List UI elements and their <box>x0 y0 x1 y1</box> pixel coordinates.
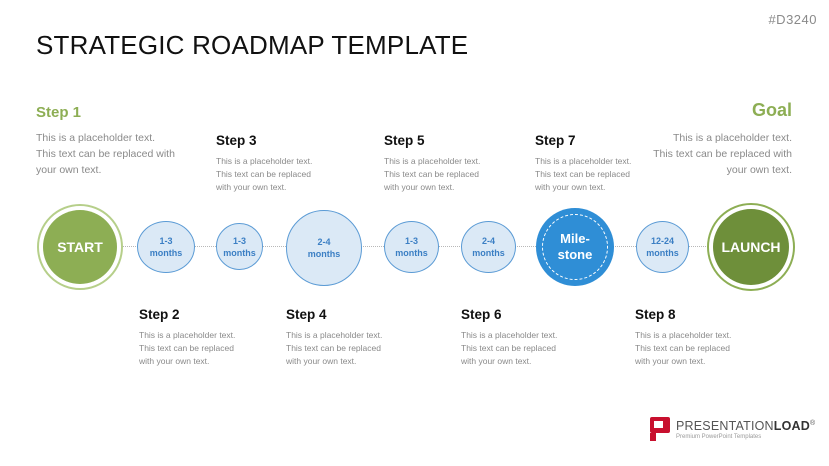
step-5-duration-unit: months <box>395 248 428 258</box>
milestone-label-line1: Mile- <box>560 231 590 246</box>
start-node-label: START <box>43 210 117 284</box>
step-4-duration-value: 2-4 <box>317 237 331 247</box>
logo-p-icon <box>650 417 670 441</box>
step-7-text: This is a placeholder text. This text ca… <box>535 156 632 192</box>
presentationload-logo: PRESENTATIONLOAD® Premium PowerPoint Tem… <box>650 417 815 441</box>
milestone-label-line2: stone <box>557 247 593 262</box>
logo-tagline: Premium PowerPoint Templates <box>676 433 762 440</box>
step-6-duration-value: 2-4 <box>481 236 495 246</box>
step-3-duration-value: 1-3 <box>232 235 246 246</box>
step-8-duration-value: 12-24 <box>650 236 675 246</box>
step-5-text: This is a placeholder text. This text ca… <box>384 156 481 192</box>
step-6-text: This is a placeholder text. This text ca… <box>461 330 558 366</box>
step-4-heading: Step 4 <box>286 307 327 322</box>
step-1-text: This is a placeholder text. This text ca… <box>36 132 175 176</box>
logo-brand-bold: LOAD <box>773 418 810 433</box>
step-8-heading: Step 8 <box>635 307 676 322</box>
goal-heading: Goal <box>751 100 792 120</box>
start-node: START <box>37 204 123 290</box>
logo-wordmark: PRESENTATIONLOAD® <box>676 419 815 433</box>
goal-text: This is a placeholder text. This text ca… <box>653 132 792 176</box>
step-4-duration-unit: months <box>307 249 341 259</box>
logo-registered-mark: ® <box>810 419 816 427</box>
step-2-duration-node: 1-3 months <box>137 221 195 273</box>
step-8-duration-unit: months <box>646 248 679 258</box>
step-7-heading: Step 7 <box>535 133 576 148</box>
step-4-block: Step 4 This is a placeholder text. This … <box>286 307 396 368</box>
step-2-block: Step 2 This is a placeholder text. This … <box>139 307 249 368</box>
step-3-block: Step 3 This is a placeholder text. This … <box>216 133 326 194</box>
launch-node-label: LAUNCH <box>713 209 789 285</box>
step-6-heading: Step 6 <box>461 307 502 322</box>
step-2-duration-value: 1-3 <box>159 236 173 246</box>
step-2-text: This is a placeholder text. This text ca… <box>139 330 236 366</box>
step-4-text: This is a placeholder text. This text ca… <box>286 330 383 366</box>
launch-node: LAUNCH <box>707 203 795 291</box>
step-5-block: Step 5 This is a placeholder text. This … <box>384 133 494 194</box>
step-3-text: This is a placeholder text. This text ca… <box>216 156 313 192</box>
step-5-heading: Step 5 <box>384 133 425 148</box>
step-3-heading: Step 3 <box>216 133 257 148</box>
step-2-duration-unit: months <box>149 248 183 258</box>
step-5-duration-node: 1-3 months <box>384 221 439 273</box>
step-8-duration-node: 12-24 months <box>636 221 689 273</box>
step-7-block: Step 7 This is a placeholder text. This … <box>535 133 645 194</box>
step-6-duration-unit: months <box>472 248 505 258</box>
step-6-block: Step 6 This is a placeholder text. This … <box>461 307 571 368</box>
step-1-heading: Step 1 <box>36 104 82 121</box>
logo-brand-light: PRESENTATION <box>676 418 774 433</box>
step-6-duration-node: 2-4 months <box>461 221 516 273</box>
step-8-text: This is a placeholder text. This text ca… <box>635 330 732 366</box>
step-5-duration-value: 1-3 <box>404 236 418 246</box>
step-2-heading: Step 2 <box>139 307 180 322</box>
step-4-duration-node: 2-4 months <box>286 210 362 286</box>
milestone-ring: Mile-stone <box>542 214 608 280</box>
page-title: STRATEGIC ROADMAP TEMPLATE <box>36 30 469 60</box>
step-3-duration-unit: months <box>223 247 256 258</box>
template-code: #D3240 <box>768 12 817 27</box>
milestone-node: Mile-stone <box>536 208 614 286</box>
step-8-block: Step 8 This is a placeholder text. This … <box>635 307 745 368</box>
